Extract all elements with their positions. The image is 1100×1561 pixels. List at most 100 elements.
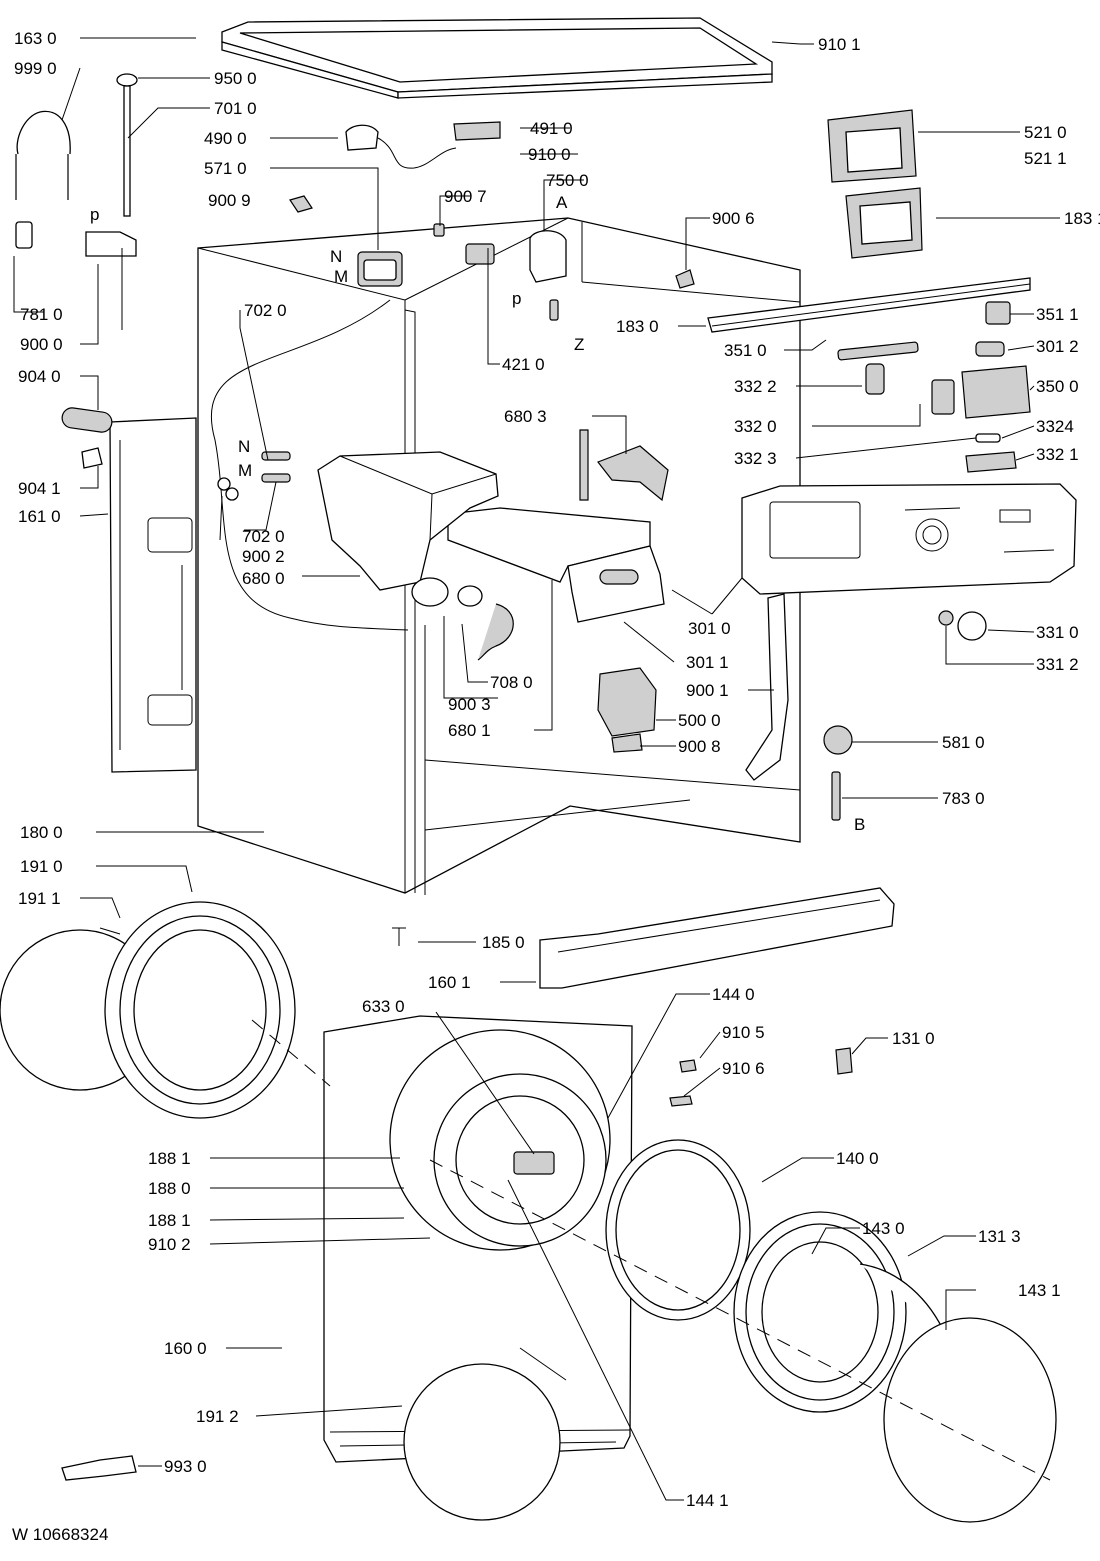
console-support-rail-part xyxy=(707,277,1031,333)
callout-label: 702 0 xyxy=(244,301,287,320)
callout-label: 351 1 xyxy=(1036,305,1079,324)
callout-label: 191 0 xyxy=(20,857,63,876)
door-ring-parts xyxy=(403,1139,1057,1523)
callout-label: 708 0 xyxy=(490,673,533,692)
door-lock-and-sensor-part xyxy=(823,725,853,821)
callout-label: 183 0 xyxy=(616,317,659,336)
marker-letter-label: N xyxy=(330,247,342,266)
callout-label: 900 2 xyxy=(242,547,285,566)
fastener-parts xyxy=(61,41,853,1481)
misc-top-parts xyxy=(116,73,695,321)
pressure-switch-part xyxy=(529,230,567,283)
callout-label: 910 6 xyxy=(722,1059,765,1078)
callout-label: 521 1 xyxy=(1024,149,1067,168)
door-seal-left-part xyxy=(0,901,296,1119)
selector-knob-part xyxy=(938,610,987,641)
inlet-valve-part xyxy=(357,251,403,287)
small-components-right xyxy=(837,301,1031,473)
callout-label: 900 9 xyxy=(208,191,251,210)
callout-label: 188 0 xyxy=(148,1179,191,1198)
marker-letter-label: p xyxy=(90,205,99,224)
marker-letter-label: p xyxy=(512,289,521,308)
marker-letter-label: N xyxy=(238,437,250,456)
callout-label: 191 1 xyxy=(18,889,61,908)
back-panel-part xyxy=(109,417,197,773)
callout-label: 900 3 xyxy=(448,695,491,714)
callout-label: 633 0 xyxy=(362,997,405,1016)
callout-label: 3324 xyxy=(1036,417,1074,436)
pump-filter-part xyxy=(61,407,113,469)
callout-label: 350 0 xyxy=(1036,377,1079,396)
callout-label: 331 0 xyxy=(1036,623,1079,642)
callout-label: 301 2 xyxy=(1036,337,1079,356)
marker-letter-label: Z xyxy=(574,335,584,354)
document-code-label: W 10668324 xyxy=(12,1525,108,1544)
callout-label: 702 0 xyxy=(242,527,285,546)
callout-label: 904 0 xyxy=(18,367,61,386)
callout-label: 680 3 xyxy=(504,407,547,426)
control-console-part xyxy=(741,483,1077,595)
callout-label: 900 1 xyxy=(686,681,729,700)
callout-label: 571 0 xyxy=(204,159,247,178)
control-board-part xyxy=(827,109,917,183)
leader-lines xyxy=(13,37,1060,1501)
callout-label: 140 0 xyxy=(836,1149,879,1168)
callout-label: 332 3 xyxy=(734,449,777,468)
callout-label: 143 1 xyxy=(1018,1281,1061,1300)
callout-label: 680 1 xyxy=(448,721,491,740)
front-plinth-part xyxy=(539,887,895,989)
callout-label: 904 1 xyxy=(18,479,61,498)
marker-letter-label: B xyxy=(854,815,865,834)
callout-label: 993 0 xyxy=(164,1457,207,1476)
control-board-housing-part xyxy=(845,187,923,259)
wire-harness-clip-part xyxy=(745,593,789,781)
callout-label: 143 0 xyxy=(862,1219,905,1238)
marker-letter-label: M xyxy=(334,267,348,286)
detergent-drawer-part xyxy=(447,507,665,623)
callout-label: 900 0 xyxy=(20,335,63,354)
callout-label: 183 1 xyxy=(1064,209,1100,228)
callout-label: 144 1 xyxy=(686,1491,729,1510)
front-panel-part xyxy=(323,1015,633,1463)
callout-label: 581 0 xyxy=(942,733,985,752)
callout-label: 900 8 xyxy=(678,737,721,756)
callout-label: 131 0 xyxy=(892,1029,935,1048)
callout-label: 163 0 xyxy=(14,29,57,48)
callout-label: 180 0 xyxy=(20,823,63,842)
callout-label: 332 2 xyxy=(734,377,777,396)
callout-label: 781 0 xyxy=(20,305,63,324)
tube-and-clamps-part xyxy=(217,451,291,501)
callout-label: 131 3 xyxy=(978,1227,1021,1246)
top-cover-part xyxy=(221,17,773,99)
callout-label: 161 0 xyxy=(18,507,61,526)
callout-label: 910 2 xyxy=(148,1235,191,1254)
callout-label: 750 0 xyxy=(546,171,589,190)
callout-label: 500 0 xyxy=(678,711,721,730)
callout-label: 301 0 xyxy=(688,619,731,638)
callout-label: 900 6 xyxy=(712,209,755,228)
callout-label: 999 0 xyxy=(14,59,57,78)
callout-label: 301 1 xyxy=(686,653,729,672)
callout-label: 185 0 xyxy=(482,933,525,952)
callout-label: 680 0 xyxy=(242,569,285,588)
callout-label: 332 0 xyxy=(734,417,777,436)
callout-label: 950 0 xyxy=(214,69,257,88)
hose-parts xyxy=(15,110,514,661)
marker-letter-label: A xyxy=(556,193,568,212)
callout-label: 331 2 xyxy=(1036,655,1079,674)
callout-label: 188 1 xyxy=(148,1149,191,1168)
callout-label: 490 0 xyxy=(204,129,247,148)
callout-label: 491 0 xyxy=(530,119,573,138)
drain-pump-part xyxy=(597,667,657,753)
callout-label: 191 2 xyxy=(196,1407,239,1426)
callout-label: 160 0 xyxy=(164,1339,207,1358)
callout-label: 910 1 xyxy=(818,35,861,54)
callout-label: 188 1 xyxy=(148,1211,191,1230)
callout-label: 521 0 xyxy=(1024,123,1067,142)
callout-label: 160 1 xyxy=(428,973,471,992)
callout-label: 351 0 xyxy=(724,341,767,360)
marker-letter-label: M xyxy=(238,461,252,480)
